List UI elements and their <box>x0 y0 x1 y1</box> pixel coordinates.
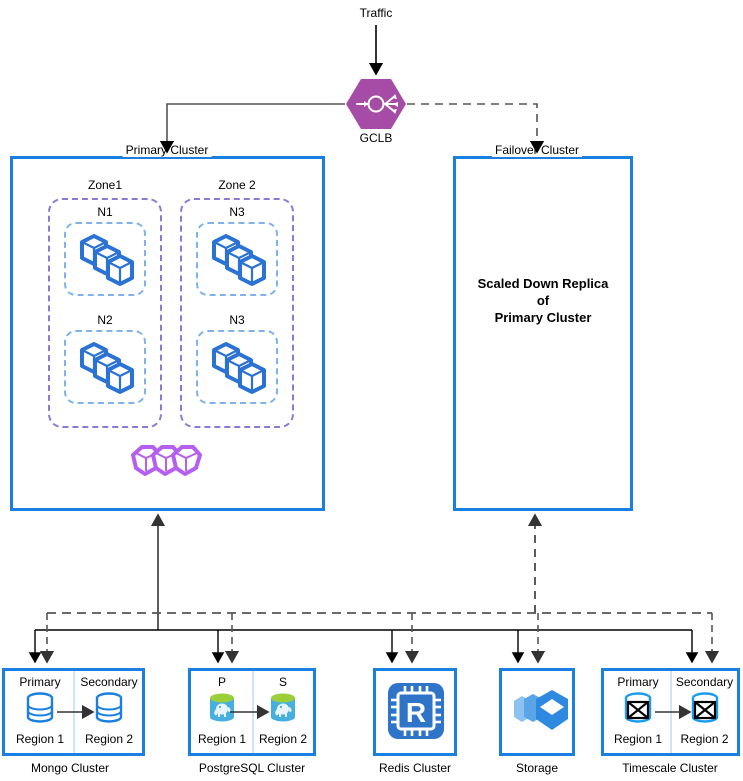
zone-2-label: Zone 2 <box>215 178 259 192</box>
mongo-primary-role: Primary <box>19 675 61 689</box>
timescale-secondary-role: Secondary <box>675 675 734 689</box>
postgres-cluster-caption: PostgreSQL Cluster <box>198 761 306 775</box>
storage-bucket-icon <box>514 690 568 730</box>
mongo-db-icon <box>26 692 54 723</box>
storage-box[interactable] <box>499 668 575 756</box>
timescale-db-icon <box>624 692 652 723</box>
node-n1-label: N1 <box>94 205 116 219</box>
timescale-cluster-caption: Timescale Cluster <box>622 761 718 775</box>
failover-line-1: Scaled Down Replica <box>477 276 609 291</box>
purple-pods-icon <box>128 444 204 485</box>
traffic-label: Traffic <box>359 6 393 20</box>
postgres-primary-role: P <box>217 675 226 689</box>
redis-letter: R <box>406 697 426 728</box>
postgres-secondary-region: Region 2 <box>258 732 308 746</box>
mongo-db-icon <box>95 692 123 723</box>
node-n3-a-box <box>196 222 278 296</box>
postgres-primary-region: Region 1 <box>197 732 247 746</box>
node-n1-box <box>64 222 146 296</box>
gclb-label: GCLB <box>359 131 393 145</box>
primary-cluster-label: Primary Cluster <box>122 143 212 157</box>
postgres-elephant-icon <box>271 693 295 722</box>
timescale-secondary-cell: Secondary Region 2 <box>672 675 737 746</box>
timescale-primary-role: Primary <box>617 675 659 689</box>
timescale-secondary-region: Region 2 <box>680 732 729 746</box>
timescale-primary-region: Region 1 <box>613 732 663 746</box>
pods-icon <box>206 232 268 293</box>
zone-2-box <box>180 198 294 428</box>
redis-cluster-box[interactable]: R <box>373 668 457 756</box>
postgres-secondary-cell: S Region 2 <box>253 675 313 746</box>
zone-1-box <box>48 198 162 428</box>
postgres-secondary-role: S <box>278 675 287 689</box>
failover-line-2: of <box>536 293 550 308</box>
node-n3-b-box <box>196 330 278 404</box>
failover-cluster-label: Failover Cluster <box>491 143 583 157</box>
mongo-secondary-region: Region 2 <box>84 732 134 746</box>
redis-cluster-caption: Redis Cluster <box>378 761 452 775</box>
mongo-cluster-box[interactable]: Primary Region 1 Secondary Region 2 <box>2 668 145 756</box>
mongo-secondary-role: Secondary <box>80 675 138 689</box>
storage-caption: Storage <box>515 761 559 775</box>
mongo-primary-region: Region 1 <box>15 732 65 746</box>
node-n3-b-label: N3 <box>226 313 248 327</box>
zone-1-label: Zone1 <box>84 178 126 192</box>
redis-chip-icon: R <box>388 683 444 739</box>
node-n3-a-label: N3 <box>226 205 248 219</box>
pods-icon <box>206 340 268 401</box>
failover-line-3: Primary Cluster <box>494 310 592 325</box>
timescale-db-icon <box>691 692 718 723</box>
failover-cluster-box[interactable]: Scaled Down Replica of Primary Cluster <box>453 156 633 511</box>
node-n2-box <box>64 330 146 404</box>
pods-icon <box>74 340 136 401</box>
mongo-primary-cell: Primary Region 1 <box>5 675 75 746</box>
node-n2-label: N2 <box>94 313 116 327</box>
postgres-cluster-box[interactable]: P Region 1 S <box>188 668 316 756</box>
mongo-cluster-caption: Mongo Cluster <box>30 761 110 775</box>
gclb-node[interactable] <box>345 78 407 130</box>
pods-icon <box>74 232 136 293</box>
postgres-elephant-icon <box>210 693 234 722</box>
mongo-secondary-cell: Secondary Region 2 <box>75 675 143 746</box>
postgres-primary-cell: P Region 1 <box>191 675 253 746</box>
timescale-cluster-box[interactable]: Primary Region 1 Secondary Region 2 <box>601 668 740 756</box>
timescale-primary-cell: Primary Region 1 <box>604 675 672 746</box>
load-balancer-icon <box>346 79 406 129</box>
